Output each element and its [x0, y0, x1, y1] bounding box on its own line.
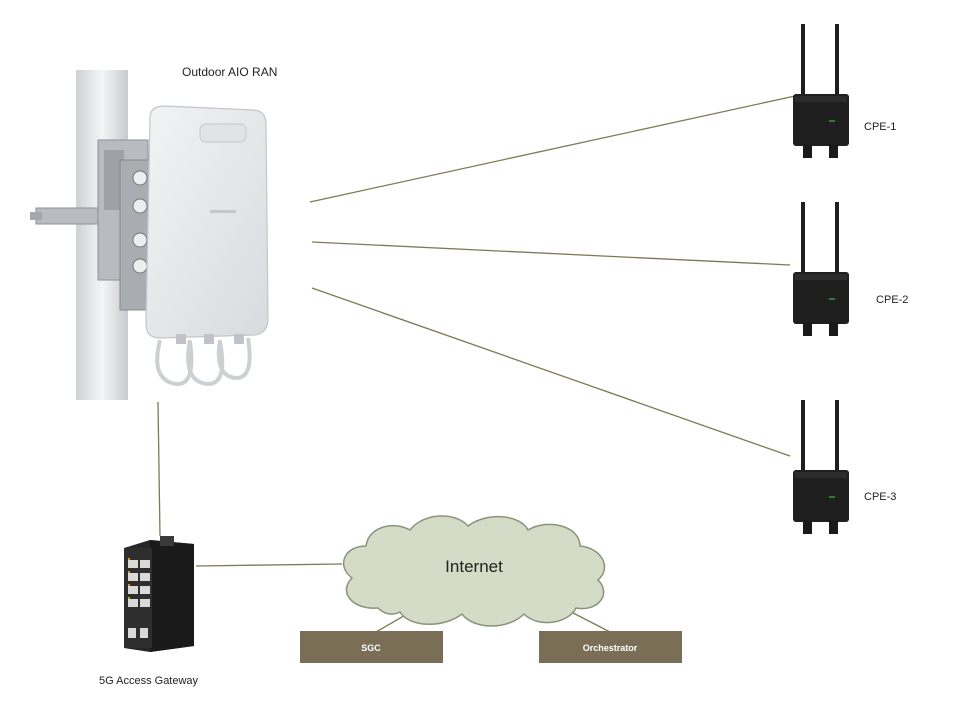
sgc-box: SGC	[300, 631, 443, 663]
cpe-3-device	[793, 400, 849, 534]
cpe-router-icon	[793, 400, 849, 534]
cpe-2-label: CPE-2	[876, 294, 908, 306]
link-ran-gateway	[157, 401, 161, 537]
cpe-2-device	[793, 202, 849, 336]
link-ran-cpe1	[309, 95, 796, 203]
link-ran-cpe2	[311, 241, 791, 266]
link-gateway-internet	[195, 563, 343, 567]
outdoor-radio-unit-icon	[30, 70, 269, 400]
cpe-1-device	[793, 24, 849, 158]
orchestrator-box: Orchestrator	[539, 631, 682, 663]
gateway-label: 5G Access Gateway	[99, 675, 199, 687]
internet-label: Internet	[445, 557, 503, 576]
cpe-1-label: CPE-1	[864, 121, 896, 133]
orchestrator-label: Orchestrator	[583, 643, 638, 653]
cpe-router-icon	[793, 24, 849, 158]
industrial-switch-icon	[124, 536, 194, 652]
link-ran-cpe3	[311, 287, 791, 457]
cpe-3-label: CPE-3	[864, 491, 896, 503]
ran-label: Outdoor AIO RAN	[182, 65, 277, 79]
cloud-icon	[342, 515, 606, 627]
sgc-label: SGC	[361, 643, 381, 653]
cpe-router-icon	[793, 202, 849, 336]
